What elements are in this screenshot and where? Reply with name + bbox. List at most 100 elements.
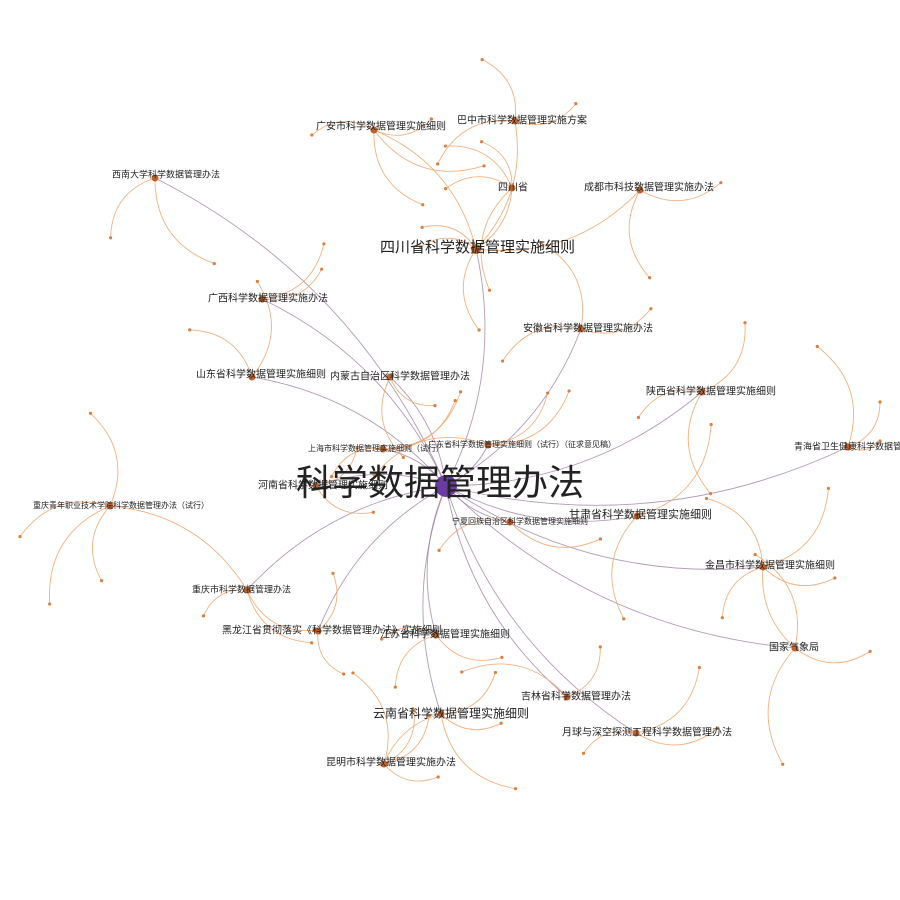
leaf-edge <box>261 268 323 301</box>
leaf-node <box>341 672 346 676</box>
leaf-edge <box>509 521 601 548</box>
node-shandong[interactable] <box>248 373 256 381</box>
leaf-node <box>429 117 434 121</box>
leaf-edge <box>422 225 477 250</box>
node-guangdong[interactable] <box>484 441 492 449</box>
leaf-node <box>393 685 397 689</box>
node-yuegui[interactable] <box>632 729 640 737</box>
leaf-edge <box>583 730 637 754</box>
leaf-edge <box>383 715 430 765</box>
leaf-edge <box>352 672 389 765</box>
leaf-node <box>649 307 653 311</box>
node-jiangsu[interactable] <box>432 631 440 639</box>
label-bazhong: 巴中市科学数据管理实施方案 <box>457 114 587 127</box>
node-chongqingzhiye[interactable] <box>106 502 114 510</box>
leaf-edge <box>420 237 477 250</box>
leaf-node <box>458 390 463 394</box>
label-hub: 科学数据管理办法 <box>296 463 584 504</box>
leaf-node <box>487 288 492 292</box>
leaf-node <box>355 446 359 450</box>
edge-hub-yuegui <box>445 485 637 734</box>
node-jinchang[interactable] <box>759 563 767 571</box>
leaf-edge <box>49 505 111 605</box>
leaf-node <box>493 670 498 675</box>
node-xinan[interactable] <box>151 174 159 182</box>
edge-hub-yunnan <box>422 485 447 715</box>
leaf-edge <box>762 488 829 568</box>
leaf-node <box>513 787 518 791</box>
leaf-node <box>743 321 747 325</box>
node-ningxia[interactable] <box>506 518 514 526</box>
leaf-edge <box>635 667 700 734</box>
label-shaanxi: 陕西省科学数据管理实施细则 <box>646 385 776 398</box>
leaf-node <box>329 475 334 479</box>
leaf-node <box>212 261 216 266</box>
leaf-edge <box>251 281 272 378</box>
leaf-node <box>716 726 720 730</box>
edge-hub-qinghai <box>445 446 849 506</box>
node-guangan[interactable] <box>370 126 378 134</box>
node-guangxi[interactable] <box>258 295 266 303</box>
node-qinghai[interactable] <box>844 443 852 451</box>
leaf-edge <box>317 630 344 675</box>
leaf-node <box>479 140 484 144</box>
edge-jinchang-guojiaqixiang <box>762 566 796 649</box>
leaf-edge <box>514 103 577 126</box>
leaf-node <box>708 492 713 496</box>
label-guangxi: 广西科学数据管理实施办法 <box>208 292 328 305</box>
node-sichuan[interactable] <box>471 244 481 254</box>
edge-hub-guangxi <box>261 298 447 487</box>
node-anhui[interactable] <box>577 325 585 333</box>
label-yuegui: 月球与深空探测工程科学数据管理办法 <box>562 726 732 739</box>
edge-hub-guojiaqixiang <box>445 485 796 649</box>
node-gansu[interactable] <box>633 512 641 520</box>
edge-chongqing-chongqingzhiye <box>109 505 248 591</box>
leaf-edge <box>480 187 513 291</box>
leaf-edge <box>189 329 253 378</box>
leaf-edge <box>816 346 855 448</box>
edge-hub-jinchang <box>445 485 764 570</box>
label-jiangsu: 江苏省科学数据管理实施细则 <box>380 628 510 641</box>
node-chongqing[interactable] <box>243 586 251 594</box>
label-guojiaqixiang: 国家气象局 <box>769 641 819 654</box>
leaf-node <box>310 641 314 645</box>
leaf-edge <box>762 566 836 587</box>
node-heilongjiang[interactable] <box>314 627 322 635</box>
edge-hub-shandong <box>251 376 447 487</box>
leaf-node <box>421 203 425 207</box>
edge-hub-henan <box>315 473 447 487</box>
leaf-node <box>499 721 503 725</box>
label-neimenggu: 内蒙古自治区科学数据管理办法 <box>330 370 470 383</box>
edge-hub-neimenggu <box>389 376 447 487</box>
label-jinchang: 金昌市科学数据管理实施细则 <box>705 559 835 572</box>
node-yunnan[interactable] <box>437 710 445 718</box>
node-jilin[interactable] <box>563 693 571 701</box>
leaf-node <box>622 617 626 621</box>
node-guojiaqixiang[interactable] <box>791 644 799 652</box>
node-henan[interactable] <box>312 482 320 490</box>
leaf-edge <box>203 589 248 617</box>
edge-sichuan-guangan <box>373 129 477 250</box>
leaf-node <box>331 571 335 575</box>
node-sichuansheng[interactable] <box>508 184 516 192</box>
leaf-edge <box>154 177 215 264</box>
node-neimenggu[interactable] <box>386 373 394 381</box>
edge-hub-anhui <box>445 328 582 487</box>
node-hub[interactable] <box>435 475 457 497</box>
label-sichuan: 四川省科学数据管理实施细则 <box>380 238 575 256</box>
leaf-node <box>201 614 206 618</box>
leaf-edge <box>91 505 111 581</box>
node-kunming[interactable] <box>380 760 388 768</box>
leaf-node <box>188 328 192 332</box>
label-gansu: 甘肃省科学数据管理实施细则 <box>569 507 712 521</box>
node-bazhong[interactable] <box>511 117 519 125</box>
node-chengdu[interactable] <box>636 186 644 194</box>
node-shanghai[interactable] <box>379 445 387 453</box>
leaf-edge <box>687 391 711 494</box>
node-shaanxi[interactable] <box>698 388 706 396</box>
leaf-edge <box>445 176 513 189</box>
leaf-node <box>320 267 324 271</box>
leaf-edge <box>628 189 650 279</box>
leaf-edge <box>847 402 881 448</box>
leaf-edge <box>315 447 358 487</box>
